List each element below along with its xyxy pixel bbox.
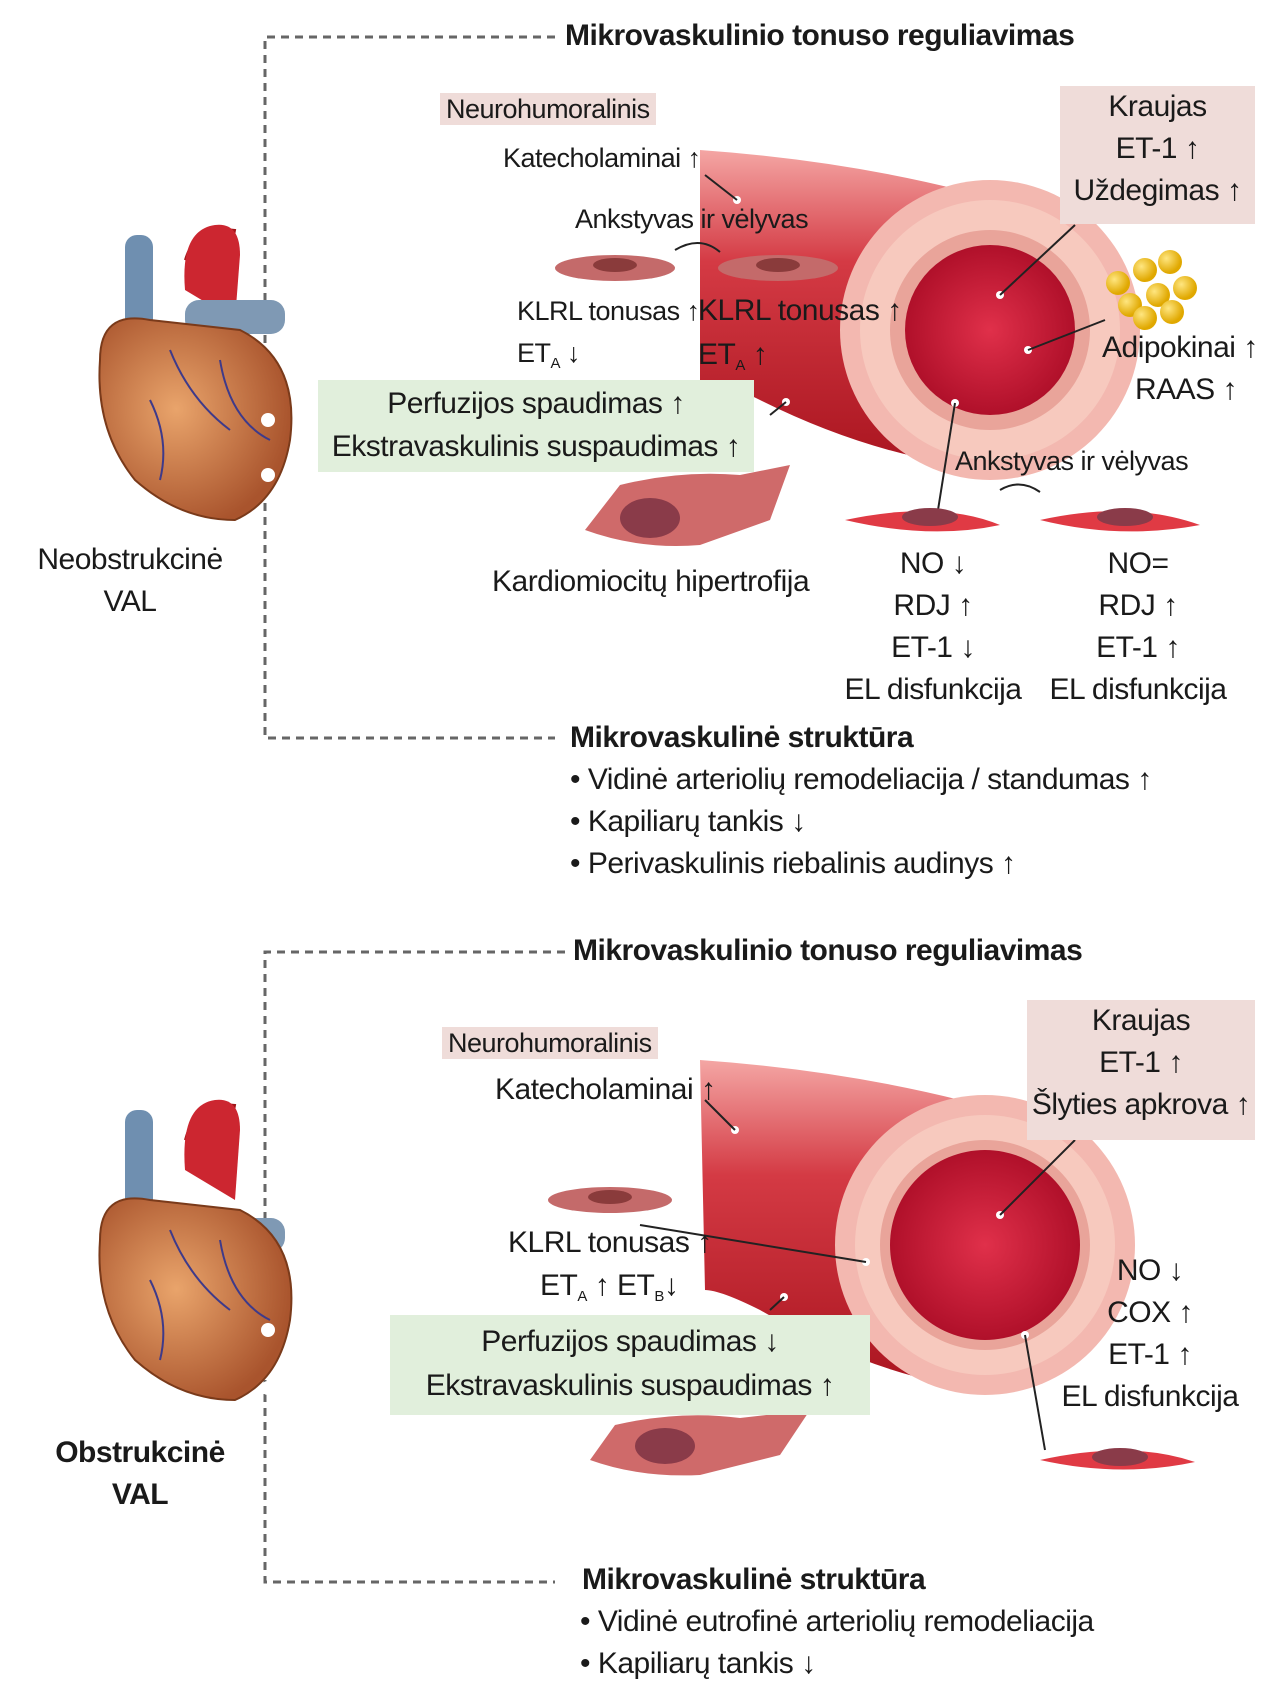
top-pressure-box: Perfuzijos spaudimas ↑ Ekstravaskulinis …	[318, 380, 754, 472]
top-early-late-1: Ankstyvas ir vėlyvas	[575, 204, 809, 234]
endo-right-no: NO=	[1107, 547, 1169, 580]
endo-cox: COX ↑	[1107, 1296, 1193, 1329]
top-neuro-label: Neurohumoralinis	[440, 93, 656, 125]
cardiomyocyte-top	[585, 465, 790, 546]
bottom-structure-title: Mikrovaskulinė struktūra	[582, 1563, 926, 1596]
top-klrl-right: KLRL tonusas ↑	[698, 294, 902, 327]
top-structure-item-2: Kapiliarų tankis ↓	[570, 804, 806, 840]
blood-et1: ET-1 ↑	[1115, 132, 1200, 165]
top-katecholaminai: Katecholaminai ↑	[503, 143, 701, 173]
endo-right-rdj: RDJ ↑	[1098, 589, 1178, 622]
bottom-eta-etb: ETA ↑ ETB↓	[540, 1269, 679, 1305]
top-patient-label-line2: VAL	[103, 585, 157, 618]
top-structure-item-3: Perivaskulinis riebalinis audinys ↑	[570, 846, 1016, 882]
top-eta-left: ETA ↓	[517, 338, 581, 372]
bottom-klrl: KLRL tonusas ↑	[508, 1226, 712, 1259]
top-adipokinai: Adipokinai ↑	[1102, 331, 1258, 364]
top-structure-item-1: Vidinė arteriolių remodeliacija / standu…	[570, 762, 1152, 798]
bottom-blood-box: Kraujas ET-1 ↑ Šlyties apkrova ↑	[1027, 1000, 1255, 1140]
perfusion-pressure: Perfuzijos spaudimas ↓	[481, 1325, 779, 1358]
endo-left-no: NO ↓	[899, 547, 967, 580]
top-early-late-2: Ankstyvas ir vėlyvas	[955, 446, 1189, 476]
extravascular-compression: Ekstravaskulinis suspaudimas ↑	[425, 1369, 835, 1402]
blood-label: Kraujas	[1091, 1004, 1191, 1037]
heart-illustration-bottom	[98, 1099, 293, 1402]
bottom-patient-label-line1: Obstrukcinė	[55, 1436, 225, 1469]
bottom-structure-item-1: Vidinė eutrofinė arteriolių remodeliacij…	[580, 1604, 1094, 1640]
perfusion-pressure: Perfuzijos spaudimas ↑	[387, 387, 685, 420]
bracket-top	[263, 35, 555, 740]
vessel-top	[700, 150, 1140, 511]
endo-dysfunction: EL disfunkcija	[1061, 1380, 1239, 1413]
bottom-patient-label-line2: VAL	[111, 1478, 169, 1511]
endo-left-rdj: RDJ ↑	[893, 589, 973, 622]
bottom-endo: NO ↓ COX ↑ ET-1 ↑ EL disfunkcija	[1055, 1250, 1245, 1418]
top-structure-title: Mikrovaskulinė struktūra	[570, 721, 914, 754]
bottom-katecholaminai: Katecholaminai ↑	[495, 1073, 716, 1106]
fat-cells-top	[1106, 250, 1197, 330]
extravascular-compression: Ekstravaskulinis suspaudimas ↑	[331, 430, 741, 463]
top-tonus-title: Mikrovaskulinio tonuso reguliavimas	[565, 19, 1075, 52]
top-endo-left: NO ↓ RDJ ↑ ET-1 ↓ EL disfunkcija	[838, 543, 1028, 711]
endo-right-et1: ET-1 ↑	[1096, 631, 1180, 664]
blood-shear-stress: Šlyties apkrova ↑	[1031, 1088, 1251, 1121]
endo-left-dysfunction: EL disfunkcija	[844, 673, 1022, 706]
top-endo-right: NO= RDJ ↑ ET-1 ↑ EL disfunkcija	[1043, 543, 1233, 711]
cardiomyocyte-bottom	[590, 1410, 810, 1476]
bottom-structure-item-2: Kapiliarų tankis ↓	[580, 1646, 816, 1682]
endo-et1: ET-1 ↑	[1108, 1338, 1192, 1371]
bottom-pressure-box: Perfuzijos spaudimas ↓ Ekstravaskulinis …	[390, 1315, 870, 1415]
vessel-bottom	[639, 1060, 1135, 1451]
blood-label: Kraujas	[1108, 90, 1207, 123]
bottom-neuro-label: Neurohumoralinis	[442, 1027, 658, 1059]
endo-right-dysfunction: EL disfunkcija	[1049, 673, 1227, 706]
heart-illustration-top	[98, 224, 293, 522]
top-eta-right: ETA ↑	[698, 338, 768, 374]
top-blood-box: Kraujas ET-1 ↑ Uždegimas ↑	[1060, 86, 1255, 224]
endo-left-et1: ET-1 ↓	[891, 631, 975, 664]
endo-no: NO ↓	[1116, 1254, 1184, 1287]
top-patient-label-line1: Neobstrukcinė	[37, 543, 223, 576]
blood-inflammation: Uždegimas ↑	[1073, 174, 1242, 207]
top-hypertrophy: Kardiomiocitų hipertrofija	[492, 565, 810, 598]
top-klrl-left: KLRL tonusas ↑	[517, 296, 700, 326]
top-raas: RAAS ↑	[1135, 373, 1238, 406]
bottom-tonus-title: Mikrovaskulinio tonuso reguliavimas	[573, 934, 1083, 967]
blood-et1: ET-1 ↑	[1099, 1046, 1183, 1079]
